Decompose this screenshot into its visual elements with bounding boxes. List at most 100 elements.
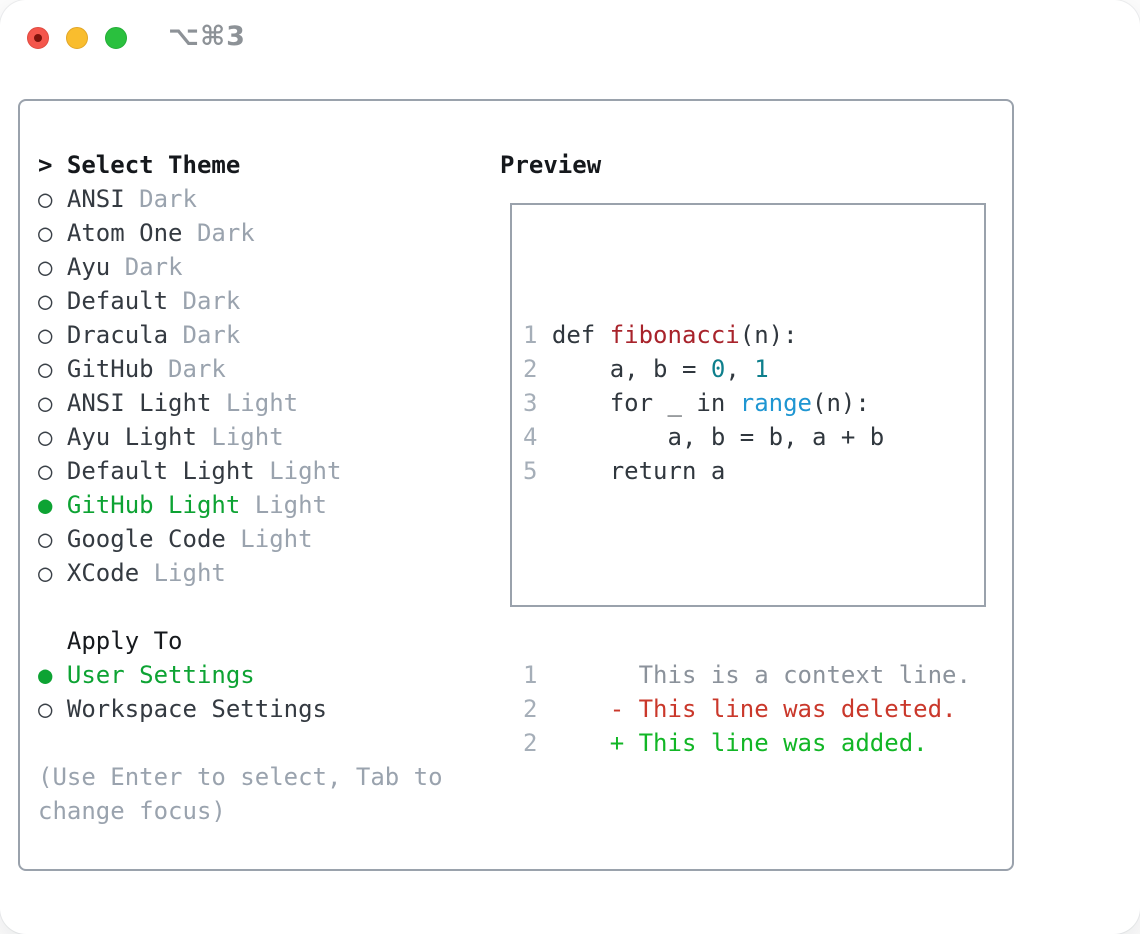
theme-name: Default Light — [66, 457, 255, 485]
theme-option-xcode[interactable]: ○ XCode Light — [38, 556, 443, 590]
radio-icon: ○ — [38, 219, 67, 247]
hint-line-1: (Use Enter to select, Tab to — [38, 763, 443, 791]
theme-variant: Light — [211, 389, 299, 417]
code-line: 3 for _ in range(n): — [523, 386, 984, 420]
theme-option-ayu-light[interactable]: ○ Ayu Light Light — [38, 420, 443, 454]
spacer — [38, 726, 443, 760]
token-number: 1 — [754, 355, 769, 383]
theme-name: GitHub — [66, 355, 154, 383]
token-code: return a — [551, 457, 726, 485]
theme-variant: Light — [240, 491, 327, 519]
theme-variant: Light — [196, 423, 284, 451]
apply-option-label: User Settings — [66, 661, 255, 689]
apply-to-label: Apply To — [38, 627, 183, 655]
theme-picker-panel: > Select Theme○ ANSI Dark○ Atom One Dark… — [18, 99, 1014, 871]
preview-title: Preview — [500, 151, 602, 179]
theme-name: XCode — [66, 559, 140, 587]
theme-name: ANSI Light — [66, 389, 212, 417]
token-code: for _ in — [551, 389, 740, 417]
radio-icon: ○ — [38, 185, 67, 213]
token-function: fibonacci — [609, 321, 740, 349]
token-context — [552, 695, 610, 723]
theme-name: Ayu Light — [66, 423, 197, 451]
diff-preview: 1 This is a context line.2 - This line w… — [523, 658, 984, 760]
close-icon[interactable] — [27, 27, 49, 49]
radio-icon: ○ — [38, 287, 67, 315]
line-number: 2 — [523, 695, 552, 723]
token-code: a, b = — [551, 355, 711, 383]
code-line: 1 def fibonacci(n): — [523, 318, 984, 352]
apply-option-user-settings[interactable]: ● User Settings — [38, 658, 443, 692]
theme-option-github-light[interactable]: ● GitHub Light Light — [38, 488, 443, 522]
hint-line-2: change focus) — [38, 797, 226, 825]
theme-name: ANSI — [66, 185, 125, 213]
theme-option-default[interactable]: ○ Default Dark — [38, 284, 443, 318]
token-code: (n): — [812, 389, 870, 417]
theme-variant: Light — [254, 457, 342, 485]
select-theme-header: > Select Theme — [38, 148, 443, 182]
theme-variant: Light — [225, 525, 313, 553]
radio-icon: ○ — [38, 695, 67, 723]
line-number: 2 — [523, 729, 552, 757]
theme-option-default-light[interactable]: ○ Default Light Light — [38, 454, 443, 488]
line-number: 3 — [523, 389, 552, 417]
line-number: 2 — [523, 355, 552, 383]
theme-option-ayu[interactable]: ○ Ayu Dark — [38, 250, 443, 284]
theme-variant: Light — [139, 559, 226, 587]
theme-name: Default — [66, 287, 169, 315]
radio-icon: ● — [38, 661, 67, 689]
token-code: , — [725, 355, 755, 383]
theme-name: Atom One — [66, 219, 183, 247]
token-builtin: range — [739, 389, 812, 417]
apply-option-workspace-settings[interactable]: ○ Workspace Settings — [38, 692, 443, 726]
select-theme-label: Select Theme — [66, 151, 241, 179]
radio-icon: ○ — [38, 559, 67, 587]
minimize-icon[interactable] — [66, 27, 88, 49]
theme-option-github[interactable]: ○ GitHub Dark — [38, 352, 443, 386]
radio-icon: ○ — [38, 389, 67, 417]
maximize-icon[interactable] — [105, 27, 127, 49]
theme-list: > Select Theme○ ANSI Dark○ Atom One Dark… — [38, 148, 443, 828]
cursor-icon: > — [38, 151, 67, 179]
diff-line: 1 This is a context line. — [523, 658, 984, 692]
theme-variant: Dark — [124, 185, 197, 213]
theme-option-ansi-light[interactable]: ○ ANSI Light Light — [38, 386, 443, 420]
code-line: 2 a, b = 0, 1 — [523, 352, 984, 386]
token-code: def — [551, 321, 610, 349]
theme-option-atom-one[interactable]: ○ Atom One Dark — [38, 216, 443, 250]
theme-variant: Dark — [168, 287, 241, 315]
theme-variant: Dark — [168, 321, 241, 349]
token-deleted: - This line was deleted. — [609, 695, 957, 723]
close-dot-icon — [34, 34, 42, 42]
theme-option-ansi[interactable]: ○ ANSI Dark — [38, 182, 443, 216]
radio-icon: ○ — [38, 525, 67, 553]
theme-name: Dracula — [66, 321, 169, 349]
code-line: 4 a, b = b, a + b — [523, 420, 984, 454]
theme-variant: Dark — [153, 355, 226, 383]
window-title: ⌥⌘3 — [168, 21, 246, 52]
token-number: 0 — [710, 355, 726, 383]
token-code: a, b = b, a + b — [551, 423, 885, 451]
line-number: 5 — [523, 457, 552, 485]
code-line: 5 return a — [523, 454, 984, 488]
token-code: (n): — [739, 321, 798, 349]
apply-option-label: Workspace Settings — [66, 695, 327, 723]
line-number: 1 — [523, 661, 552, 689]
line-number: 1 — [523, 321, 552, 349]
apply-to-header: Apply To — [38, 624, 443, 658]
radio-icon: ● — [38, 491, 67, 519]
radio-icon: ○ — [38, 253, 67, 281]
diff-line: 2 - This line was deleted. — [523, 692, 984, 726]
blank-line — [523, 556, 984, 590]
token-added: + This line was added. — [609, 729, 928, 757]
radio-icon: ○ — [38, 321, 67, 349]
theme-option-google-code[interactable]: ○ Google Code Light — [38, 522, 443, 556]
theme-option-dracula[interactable]: ○ Dracula Dark — [38, 318, 443, 352]
radio-icon: ○ — [38, 355, 67, 383]
token-context — [552, 729, 610, 757]
diff-line: 2 + This line was added. — [523, 726, 984, 760]
theme-name: Google Code — [66, 525, 226, 553]
